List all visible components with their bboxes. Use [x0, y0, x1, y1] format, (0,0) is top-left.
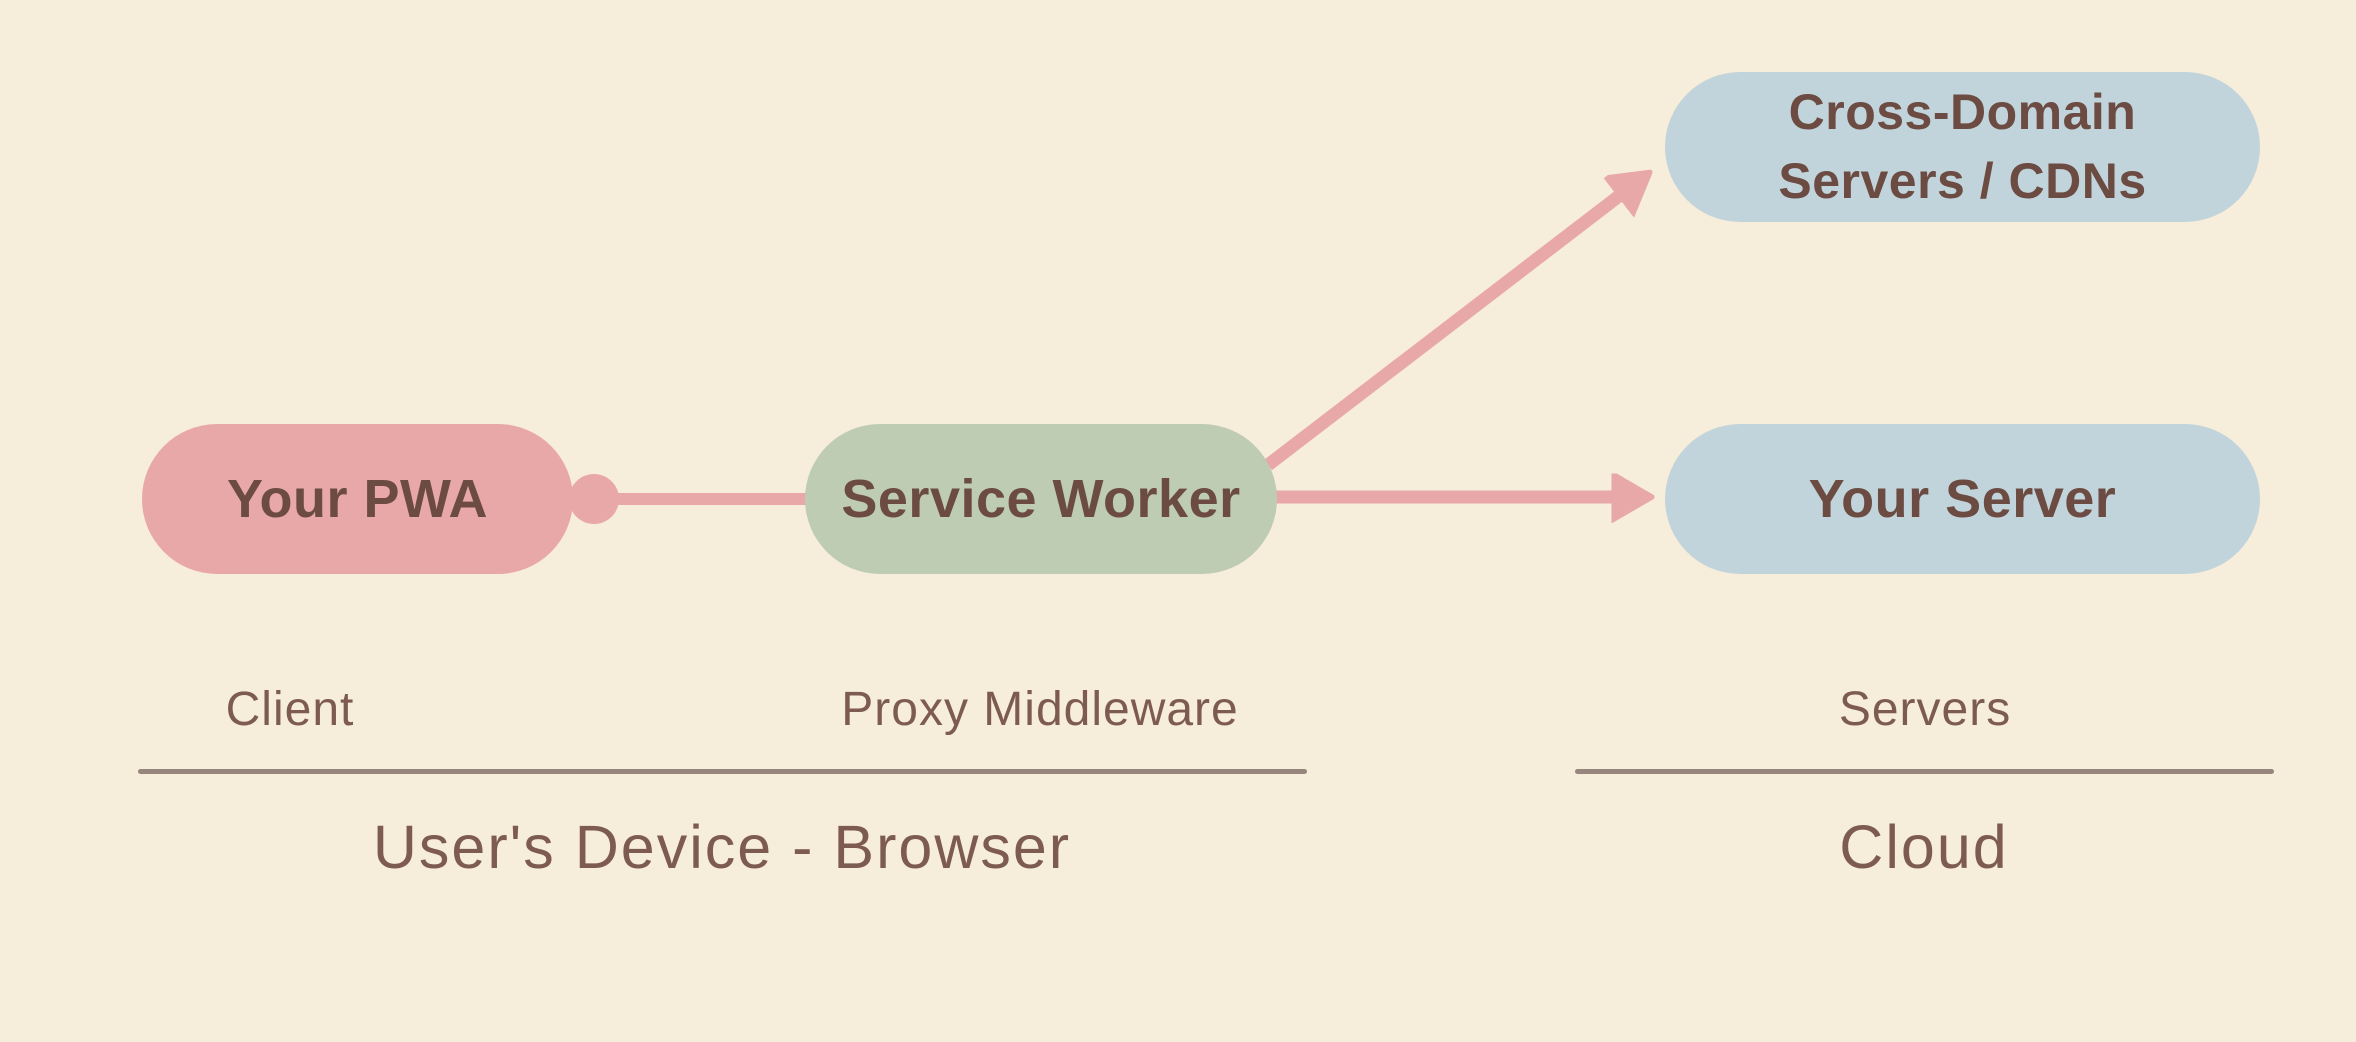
- group-label-users-device: User's Device - Browser: [372, 813, 1072, 881]
- node-cross-domain-label-line1: Cross-Domain: [1788, 84, 2137, 140]
- role-label-proxy-middleware: Proxy Middleware: [841, 683, 1239, 736]
- node-your-pwa: Your PWA: [142, 424, 573, 574]
- node-cross-domain-servers: Cross-Domain Servers / CDNs: [1665, 72, 2260, 222]
- node-your-pwa-label: Your PWA: [226, 469, 488, 529]
- node-your-server-label: Your Server: [1808, 469, 2117, 529]
- role-label-client: Client: [225, 683, 355, 736]
- connector-service-worker-to-cross-domain-arrow-icon: [1264, 196, 1619, 471]
- role-label-servers: Servers: [1838, 683, 2012, 736]
- node-your-server: Your Server: [1665, 424, 2260, 574]
- divider-cloud: [1575, 769, 2274, 774]
- node-service-worker: Service Worker: [805, 424, 1277, 574]
- node-cross-domain-label-line2: Servers / CDNs: [1778, 153, 2147, 209]
- divider-users-device: [138, 769, 1307, 774]
- group-label-cloud: Cloud: [1839, 813, 2009, 881]
- node-service-worker-label: Service Worker: [841, 469, 1241, 529]
